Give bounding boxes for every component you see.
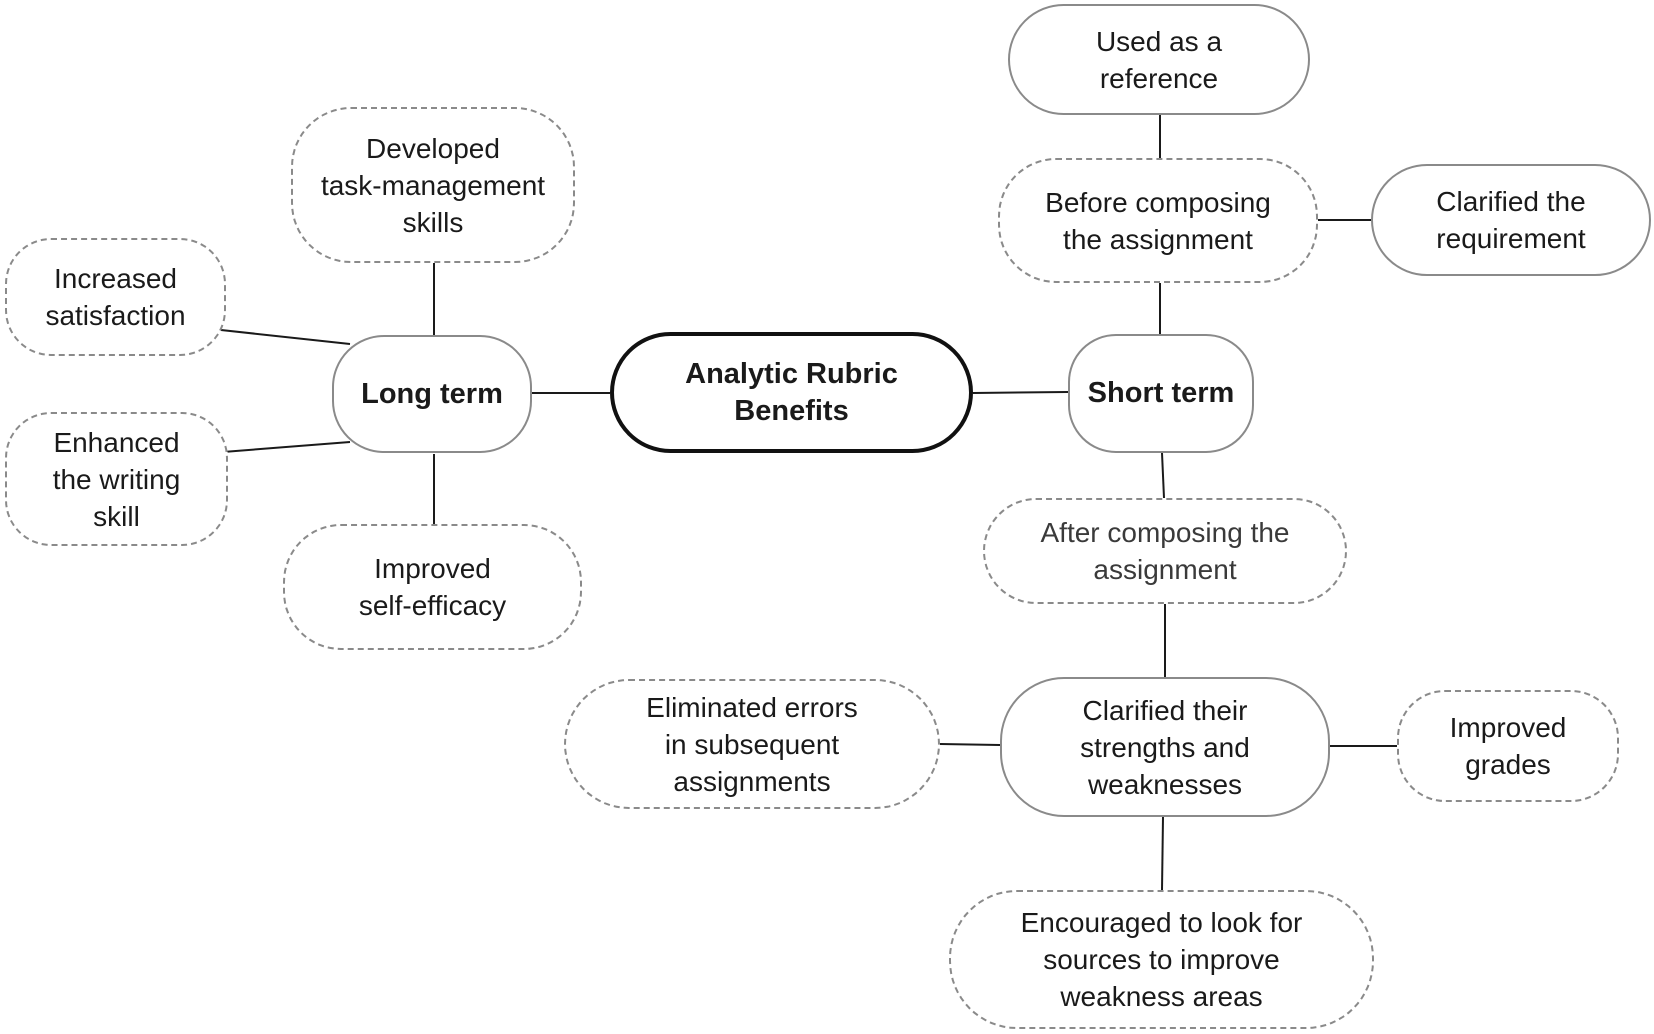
developed-task-management-node: Developed task-management skills [291,107,575,263]
enhanced-writing-skill-node: Enhanced the writing skill [5,412,228,546]
clarified-requirement-node: Clarified the requirement [1371,164,1651,276]
short-term-node: Short term [1068,334,1254,453]
eliminated-errors-node: Eliminated errors in subsequent assignme… [564,679,940,809]
used-as-reference-node: Used as a reference [1008,4,1310,115]
link-short-term-after [1161,452,1165,499]
link-clarified-encouraged [1161,816,1164,891]
link-clarified-eliminated [939,743,1001,746]
improved-grades-node: Improved grades [1397,690,1619,802]
long-term-node: Long term [332,335,532,453]
center-node: Analytic Rubric Benefits [610,332,973,453]
clarified-strengths-weaknesses-node: Clarified their strengths and weaknesses [1000,677,1330,817]
link-center-short-term [972,391,1069,394]
encouraged-sources-node: Encouraged to look for sources to improv… [949,890,1374,1029]
link-long-term-satisfaction [220,329,351,345]
link-long-term-writing [222,441,351,453]
increased-satisfaction-node: Increased satisfaction [5,238,226,356]
before-composing-node: Before composing the assignment [998,158,1318,283]
after-composing-node: After composing the assignment [983,498,1347,604]
improved-self-efficacy-node: Improved self-efficacy [283,524,582,650]
